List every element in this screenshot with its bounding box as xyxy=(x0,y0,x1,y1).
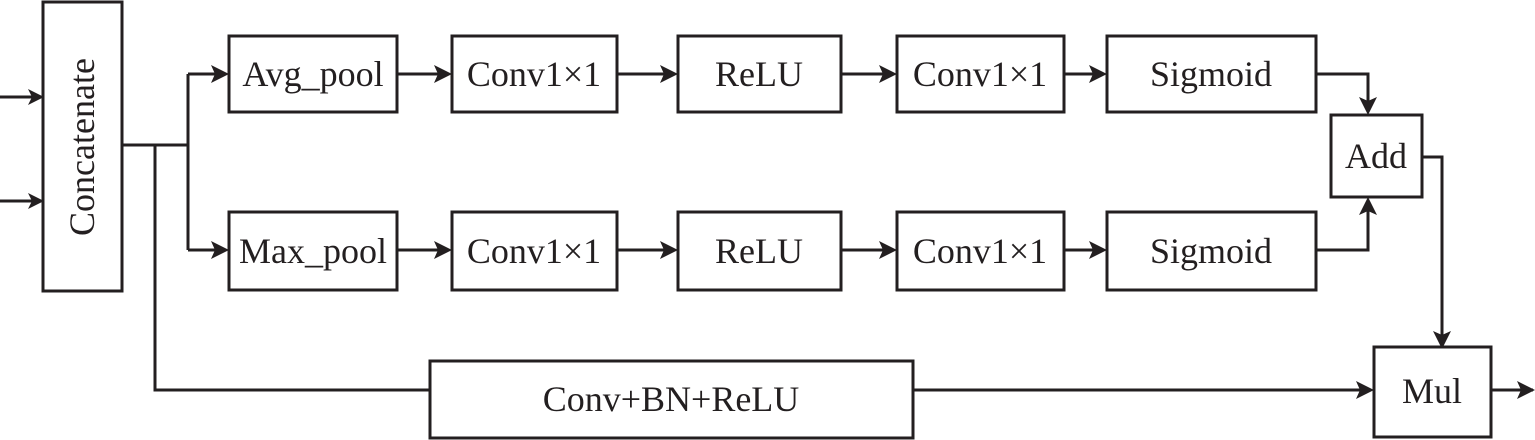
arrowhead xyxy=(28,193,44,209)
bottom-sigmoid-to-add xyxy=(1316,200,1370,252)
arrowhead xyxy=(1356,381,1374,399)
arrowhead xyxy=(434,65,452,83)
arrowhead xyxy=(1517,381,1535,399)
top-relu-label: ReLU xyxy=(715,54,803,94)
arrowhead xyxy=(1089,65,1107,83)
mul-label: Mul xyxy=(1402,371,1462,411)
add-box xyxy=(1329,113,1424,199)
arrowhead xyxy=(1089,241,1107,259)
max-pool-label: Max_pool xyxy=(239,231,387,271)
concatenate-label: Concatenate xyxy=(62,58,102,236)
mul-node: Mul xyxy=(1372,345,1493,439)
conv-bn-relu-label: Conv+BN+ReLU xyxy=(543,379,800,419)
bottom-conv-b-label: Conv1×1 xyxy=(913,231,1047,271)
bottom-conv-a-box xyxy=(450,210,619,292)
arrowhead xyxy=(1359,97,1377,115)
add-to-mul xyxy=(1422,155,1444,346)
arrowhead xyxy=(660,65,678,83)
avg-pool-box xyxy=(227,34,399,114)
top-conv-b-box xyxy=(895,34,1066,114)
add-node: Add xyxy=(1329,113,1424,199)
top-sigmoid-label: Sigmoid xyxy=(1150,54,1272,94)
bottom-conv-b-box xyxy=(895,210,1066,292)
top-relu-box xyxy=(676,34,843,114)
bottom-sigmoid-box xyxy=(1105,210,1318,292)
bottom-relu-label: ReLU xyxy=(715,231,803,271)
arrowhead xyxy=(660,241,678,259)
concatenate-box xyxy=(41,0,124,293)
arrowhead xyxy=(211,65,229,83)
conv-bn-relu-box xyxy=(428,359,915,440)
concatenate-node: Concatenate xyxy=(41,0,124,293)
max-pool-box xyxy=(227,210,399,292)
arrowhead xyxy=(879,65,897,83)
top-sigmoid-to-add xyxy=(1316,72,1370,112)
skip-line xyxy=(153,145,430,392)
arrowhead xyxy=(879,241,897,259)
bottom-relu-box xyxy=(676,210,843,292)
top-conv-a-box xyxy=(450,34,619,114)
arrowhead xyxy=(1359,197,1377,215)
arrowhead xyxy=(211,241,229,259)
top-conv-a-label: Conv1×1 xyxy=(467,54,601,94)
top-sigmoid-box xyxy=(1105,34,1318,114)
arrowhead xyxy=(434,241,452,259)
bottom-sigmoid-label: Sigmoid xyxy=(1150,231,1272,271)
bottom-conv-a-label: Conv1×1 xyxy=(467,231,601,271)
avg-pool-label: Avg_pool xyxy=(242,54,383,94)
top-conv-b-label: Conv1×1 xyxy=(913,54,1047,94)
add-label: Add xyxy=(1345,136,1407,176)
arrowhead xyxy=(1433,331,1451,349)
arrowhead xyxy=(28,89,44,105)
arrow-heads xyxy=(28,65,1535,399)
bottom-branch: Max_pool Conv1×1 ReLU Conv1×1 Sigmoid xyxy=(227,210,1318,292)
top-branch: Avg_pool Conv1×1 ReLU Conv1×1 Sigmoid xyxy=(227,34,1318,114)
skip-branch: Conv+BN+ReLU xyxy=(428,359,915,440)
mul-box xyxy=(1372,345,1493,439)
